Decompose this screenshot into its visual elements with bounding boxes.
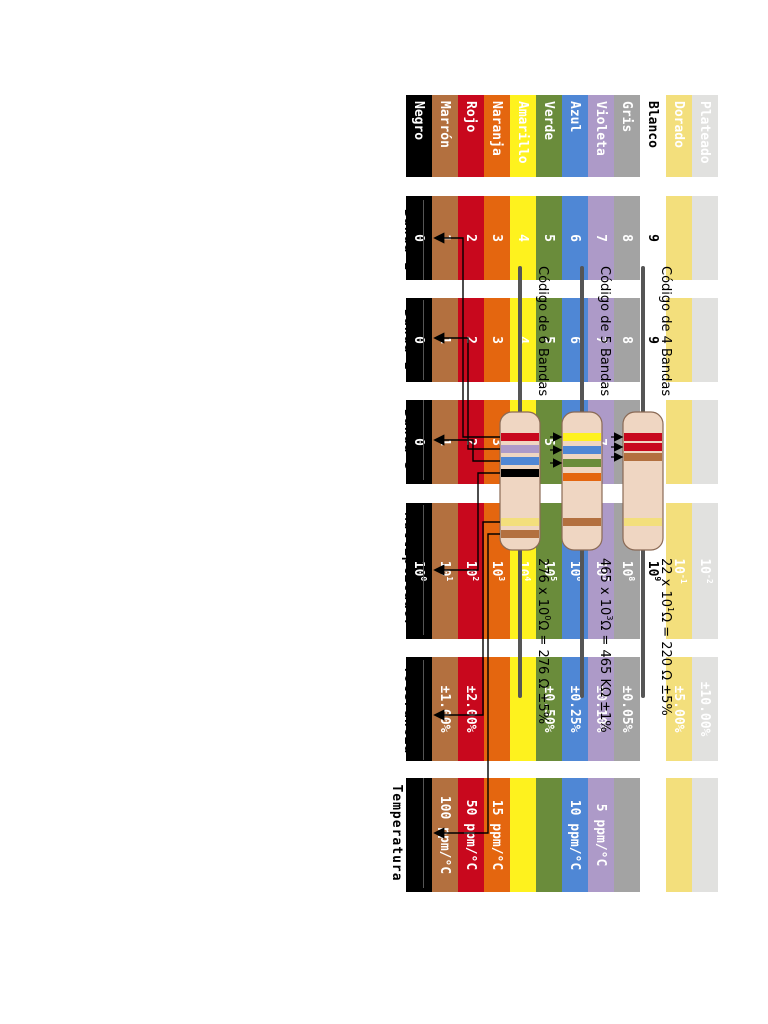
band-arrow — [433, 472, 500, 576]
resistor-2 — [561, 266, 603, 698]
resistor-3 — [499, 266, 541, 698]
resistor-band — [501, 530, 539, 538]
resistor-band — [563, 473, 601, 481]
resistor-code-label: Código de 5 Bandas — [597, 266, 612, 397]
band-arrow — [433, 434, 500, 462]
resistor-band — [501, 433, 539, 441]
calc-prefix: 22 x 10 — [658, 558, 673, 608]
resistor-value-calc: 276 x 100Ω = 276 Ω ±5% — [535, 558, 552, 725]
resistor-value-calc: 465 x 103Ω = 465 KΩ ±1% — [597, 558, 614, 733]
band-arrow — [433, 533, 500, 839]
resistor-band — [624, 453, 662, 461]
resistor-band — [501, 445, 539, 453]
resistor-1 — [622, 266, 664, 698]
resistor-band — [624, 433, 662, 441]
resistor-band — [624, 518, 662, 526]
resistor-band — [501, 518, 539, 526]
calc-suffix: Ω = 465 KΩ ±1% — [597, 620, 612, 733]
resistor-code-label: Código de 4 Bandas — [658, 266, 673, 397]
resistor-band — [563, 518, 601, 526]
resistor-band — [563, 459, 601, 467]
calc-suffix: Ω = 276 Ω ±5% — [535, 620, 550, 725]
resistor-body-center — [504, 444, 536, 518]
resistor-value-calc: 22 x 101Ω = 220 Ω ±5% — [658, 558, 675, 716]
resistor-code-label: Código de 6 Bandas — [535, 266, 550, 397]
resistor-band — [501, 457, 539, 465]
resistor-band — [563, 433, 601, 441]
calc-suffix: Ω = 220 Ω ±5% — [658, 612, 673, 716]
band-arrow — [433, 332, 500, 450]
resistor-band — [624, 443, 662, 451]
band-pointers — [550, 432, 624, 468]
resistor-band — [501, 469, 539, 477]
calc-prefix: 465 x 10 — [597, 558, 612, 616]
band-arrow — [433, 521, 500, 721]
resistor-body-center — [627, 444, 659, 518]
band-arrows — [433, 232, 500, 839]
calc-prefix: 276 x 10 — [535, 558, 550, 616]
resistor-band — [563, 446, 601, 454]
